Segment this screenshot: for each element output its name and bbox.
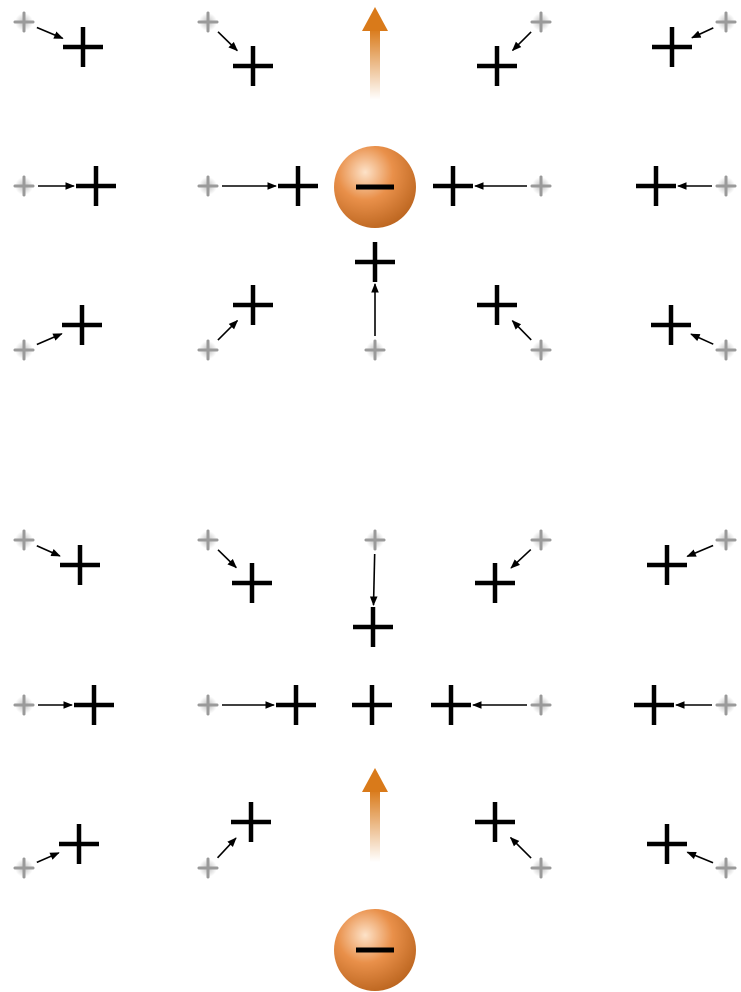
ion [475, 563, 515, 603]
ion [62, 305, 102, 345]
ion-origin-marker [15, 531, 33, 549]
ion-origin-marker [199, 177, 217, 195]
ion-origin-marker [15, 177, 33, 195]
ion-origin-marker [199, 341, 217, 359]
ion-origin-marker [532, 531, 550, 549]
displacement-arrow [37, 546, 60, 556]
ion-origin-marker [199, 13, 217, 31]
displacement-arrow [512, 321, 531, 340]
electron [334, 909, 416, 991]
ion-origin-marker [532, 177, 550, 195]
ion-origin-marker [532, 13, 550, 31]
displacement-arrow [691, 334, 713, 344]
ion [233, 285, 273, 325]
ion-origin-marker [15, 13, 33, 31]
ion [647, 545, 687, 585]
ion-origin-marker [199, 531, 217, 549]
ion [651, 305, 691, 345]
ion-origin-marker [717, 177, 735, 195]
velocity-arrow [362, 768, 388, 862]
displacement-arrow [218, 550, 236, 568]
panel-electron-below [15, 531, 735, 991]
ion-origin-marker [717, 531, 735, 549]
ion [475, 802, 515, 842]
ion-origin-marker [532, 696, 550, 714]
displacement-arrow [218, 321, 238, 341]
ion-origin-marker [15, 341, 33, 359]
ion-origin-marker [15, 859, 33, 877]
ion-origin-marker [199, 859, 217, 877]
ion [276, 685, 316, 725]
ion [231, 802, 271, 842]
ion-origin-marker [532, 859, 550, 877]
ion [63, 27, 103, 67]
ion [353, 607, 393, 647]
displacement-arrow [374, 554, 375, 605]
ion [352, 685, 392, 725]
displacement-arrow [37, 27, 63, 38]
ion [233, 46, 273, 86]
ion-origin-marker [199, 696, 217, 714]
ion-origin-marker [532, 341, 550, 359]
ion [278, 166, 318, 206]
displacement-arrow [513, 32, 532, 51]
ion [647, 824, 687, 864]
ion [59, 824, 99, 864]
ion [636, 166, 676, 206]
ion [431, 685, 471, 725]
velocity-arrow [362, 7, 388, 100]
ion [477, 46, 517, 86]
ion-origin-marker [717, 859, 735, 877]
displacement-arrow [687, 852, 713, 862]
displacement-arrow [37, 334, 62, 345]
ion-origin-marker [717, 341, 735, 359]
ion [76, 166, 116, 206]
ion [355, 242, 395, 282]
displacement-arrow [511, 550, 531, 568]
ion-origin-marker [717, 696, 735, 714]
ion [74, 685, 114, 725]
ion [232, 563, 272, 603]
ion-origin-marker [366, 531, 384, 549]
panel-electron-at-center [15, 7, 735, 359]
ion-origin-marker [717, 13, 735, 31]
ion [652, 27, 692, 67]
displacement-arrow [37, 853, 59, 863]
ion [634, 685, 674, 725]
ion-origin-marker [15, 696, 33, 714]
displacement-arrow [218, 32, 237, 51]
displacement-arrow [218, 838, 236, 858]
ion-origin-marker [366, 341, 384, 359]
displacement-arrow [511, 838, 532, 859]
displacement-arrow [692, 28, 713, 38]
electron [334, 146, 416, 228]
ion [60, 545, 100, 585]
ion [433, 166, 473, 206]
displacement-arrow [687, 545, 713, 556]
ion [477, 285, 517, 325]
